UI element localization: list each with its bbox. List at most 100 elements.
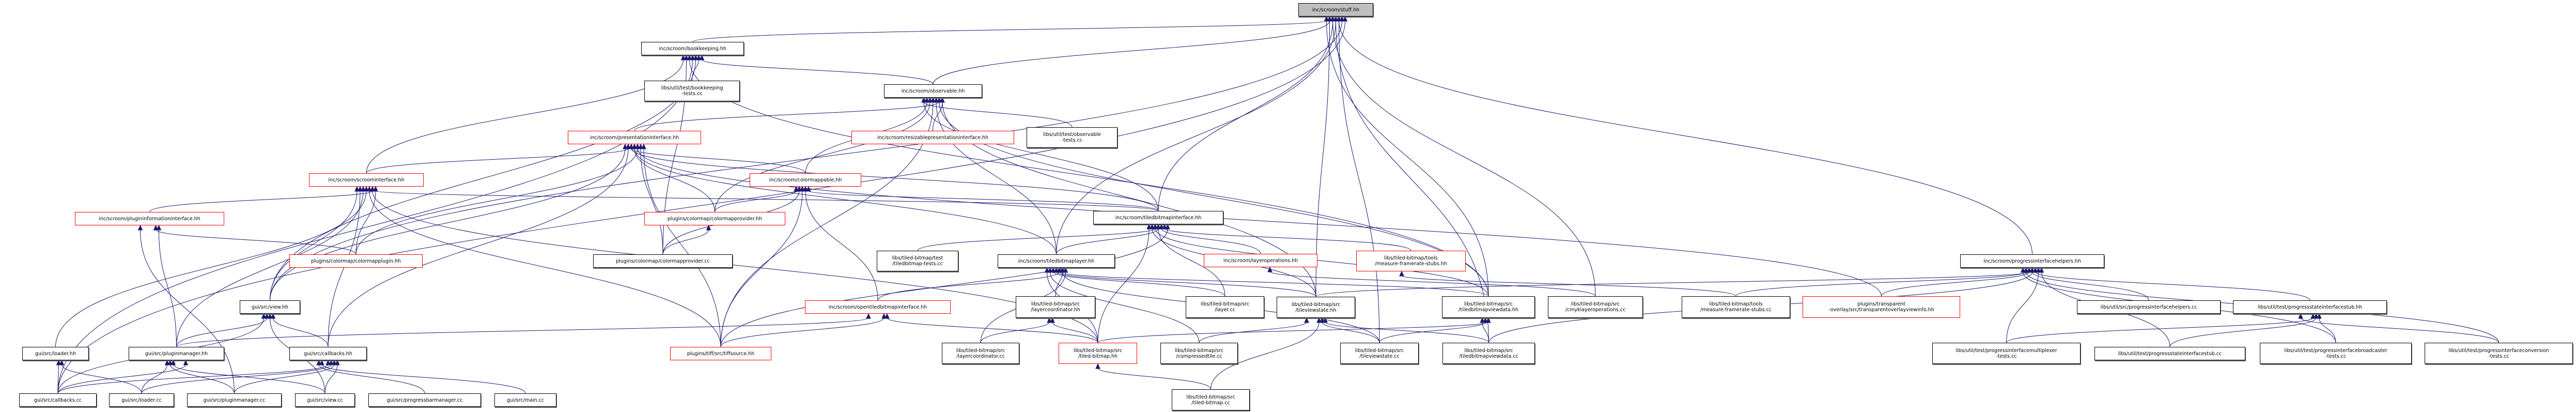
dependency-edge: [643, 148, 721, 347]
graph-node-plugininformationinterface[interactable]: inc/scroom/plugininformationinterface.hh: [75, 212, 224, 225]
graph-node-progressinterfacehelpers-cc[interactable]: libs/util/src/progressinterfacehelpers.c…: [2077, 300, 2221, 314]
graph-node-layer-cc[interactable]: libs/tiled-bitmap/src /layer.cc: [1186, 296, 1264, 318]
dependency-edge: [1164, 228, 1411, 251]
arrowhead-icon: [1047, 267, 1053, 273]
dependency-edge: [877, 271, 1060, 301]
graph-node-layeroperations[interactable]: inc/scroom/layeroperations.hh: [1204, 254, 1317, 267]
graph-node-tileviewstate-cc[interactable]: libs/tiled-bitmap/src /tileviewstate.cc: [1340, 343, 1419, 364]
arrowhead-icon: [316, 359, 321, 365]
dependency-edge: [1055, 271, 1063, 297]
graph-node-layercoordinator-cc[interactable]: libs/tiled-bitmap/src /layercoordinator.…: [942, 343, 1019, 364]
graph-node-callbacks-hh[interactable]: gui/src/callbacks.hh: [289, 347, 367, 360]
arrowhead-icon: [940, 97, 945, 103]
arrowhead-icon: [937, 97, 942, 103]
dependency-edge: [1322, 322, 1380, 343]
dependency-edge: [1097, 228, 1150, 343]
graph-node-colormapprovider-hh[interactable]: plugins/colormap/colormapprovider.hh: [644, 212, 785, 225]
graph-node-bookkeeping-tests[interactable]: libs/util/test/bookkeeping -tests.cc: [644, 81, 740, 101]
dependency-edge: [270, 59, 696, 301]
arrowhead-icon: [1050, 267, 1056, 273]
graph-node-resizablepresentationinterface[interactable]: inc/scroom/resizablepresentationinterfac…: [851, 131, 1014, 144]
arrowhead-icon: [261, 313, 267, 319]
arrowhead-icon: [137, 224, 143, 231]
graph-node-tiledbitmapviewdata-cc[interactable]: libs/tiled-bitmap/src /tiledbitmapviewda…: [1442, 343, 1535, 364]
arrowhead-icon: [264, 313, 270, 319]
graph-node-view-hh[interactable]: gui/src/view.hh: [240, 300, 300, 314]
graph-node-transparentoverlayviewinfo[interactable]: plugins/transparent -overlay/src/transpa…: [1803, 296, 1960, 318]
graph-node-main-cc[interactable]: gui/src/main.cc: [494, 393, 556, 407]
dependency-edge: [936, 101, 1057, 255]
graph-node-view-cc[interactable]: gui/src/view.cc: [295, 393, 355, 407]
graph-node-multiplexer-tests[interactable]: libs/util/test/progressinterfacemultiple…: [1932, 343, 2081, 364]
arrowhead-icon: [1060, 267, 1065, 273]
arrowhead-icon: [156, 224, 162, 231]
graph-node-progressstateinterfacestub-cc[interactable]: libs/util/test/progressstateinterfacestu…: [2094, 347, 2245, 360]
graph-node-compressedtile[interactable]: libs/tiled-bitmap/src /compressedtile.cc: [1160, 343, 1238, 364]
arrowhead-icon: [2310, 313, 2316, 319]
graph-node-tileviewstate-hh[interactable]: libs/tiled-bitmap/src /tileviewstate.hh: [1277, 297, 1355, 318]
dependency-edge: [720, 190, 803, 347]
dependency-edge: [1059, 271, 1489, 297]
graph-node-tiffsource[interactable]: plugins/tiff/src/tiffsource.hh: [670, 347, 771, 360]
arrowhead-icon: [2032, 267, 2038, 273]
arrowhead-icon: [267, 313, 273, 319]
dependency-edge: [2319, 317, 2336, 343]
graph-node-observable-tests[interactable]: libs/util/test/observable -tests.cc: [1027, 127, 1118, 148]
dependency-edge: [270, 20, 1342, 301]
dependency-edge: [1158, 20, 1333, 211]
arrowhead-icon: [1057, 267, 1062, 273]
graph-node-bookkeeping[interactable]: inc/scroom/bookkeeping.hh: [641, 42, 744, 55]
graph-node-opentiledbitmapinterface[interactable]: inc/scroom/opentiledbitmapinterface.hh: [805, 300, 951, 314]
dependency-edge: [1339, 20, 2032, 255]
graph-node-callbacks-cc[interactable]: gui/src/callbacks.cc: [19, 393, 97, 407]
arrowhead-icon: [2026, 267, 2032, 273]
dependency-edge: [1155, 228, 1489, 297]
graph-node-tiled-bitmap-cc[interactable]: libs/tiled-bitmap/src /tiled-bitmap.cc: [1172, 389, 1250, 410]
dependency-edge: [176, 317, 267, 347]
graph-node-broadcaster-tests[interactable]: libs/util/test/progressinterfacebroadcas…: [2260, 343, 2412, 364]
graph-node-pluginmanager-hh[interactable]: gui/src/pluginmanager.hh: [129, 347, 224, 360]
graph-node-presentationinterface[interactable]: inc/scroom/presentationinterface.hh: [568, 131, 701, 144]
arrowhead-icon: [626, 143, 631, 149]
arrowhead-icon: [59, 359, 65, 365]
dependency-edge: [1325, 322, 1489, 343]
arrowhead-icon: [2314, 313, 2319, 319]
graph-node-progressinterfacehelpers-hh[interactable]: inc/scroom/progressinterfacehelpers.hh: [1960, 254, 2104, 268]
graph-node-tiledbitmapinterface[interactable]: inc/scroom/tiledbitmapinterface.hh: [1093, 211, 1223, 224]
arrowhead-icon: [361, 186, 366, 192]
dependency-edge: [923, 101, 1159, 211]
graph-node-loader-cc[interactable]: gui/src/loader.cc: [109, 393, 174, 407]
dependency-edge: [270, 148, 626, 301]
graph-node-loader-hh[interactable]: gui/src/loader.hh: [22, 347, 89, 360]
graph-node-measure-stubs-hh[interactable]: libs/tiled-bitmap/tools /measure-framera…: [1356, 251, 1466, 271]
dependency-edge: [324, 364, 338, 394]
graph-node-tiledbitmap-tests[interactable]: libs/tiled-bitmap/test /tiledbitmap-test…: [877, 251, 958, 271]
graph-node-pluginmanager-cc[interactable]: gui/src/pluginmanager.cc: [187, 393, 282, 407]
graph-node-colormappable[interactable]: inc/scroom/colormappable.hh: [750, 173, 861, 187]
arrowhead-icon: [1333, 16, 1339, 22]
arrowhead-icon: [1480, 317, 1485, 323]
dependency-edge: [1097, 368, 1211, 390]
graph-node-cmyklayeroperations[interactable]: libs/tiled-bitmap/src /cmyklayeroperatio…: [1548, 296, 1643, 318]
dependency-edge: [57, 20, 1345, 394]
dependency-edge: [159, 229, 177, 347]
dependency-edge: [720, 228, 1168, 347]
graph-node-stuff[interactable]: inc/scroom/stuff.hh: [1298, 3, 1373, 17]
graph-node-tiledbitmapviewdata-hh[interactable]: libs/tiled-bitmap/src /tiledbitmapviewda…: [1442, 296, 1535, 318]
graph-node-tiled-bitmap-hh[interactable]: libs/tiled-bitmap/src /tiled-bitmap.hh: [1059, 343, 1137, 364]
graph-node-conversion-tests[interactable]: libs/util/test/progressinterfaceconversi…: [2425, 343, 2573, 364]
dependency-edge: [2035, 271, 2310, 301]
arrowhead-icon: [2317, 313, 2322, 319]
graph-node-scroominterface[interactable]: inc/scroom/scroominterface.hh: [309, 173, 424, 187]
graph-node-observable[interactable]: inc/scroom/observable.hh: [884, 84, 982, 98]
dependency-edge: [702, 59, 934, 85]
graph-node-colormapprovider-cc[interactable]: plugins/colormap/colormapprovider.cc: [593, 254, 733, 268]
graph-node-colormapplugin[interactable]: plugins/colormap/colormapplugin.hh: [289, 254, 423, 268]
arrowhead-icon: [1342, 16, 1348, 22]
graph-node-progressstateinterfacestub-hh[interactable]: libs/util/test/progressstateinterfacestu…: [2233, 300, 2387, 314]
graph-node-measure-stubs-cc[interactable]: libs/tiled-bitmap/tools /measure-framera…: [1682, 296, 1790, 318]
graph-node-layercoordinator-hh[interactable]: libs/tiled-bitmap/src /layercoordinator.…: [1016, 296, 1095, 318]
graph-node-progressbarmanager[interactable]: gui/src/progressbarmanager.cc: [368, 393, 481, 407]
graph-node-tiledbitmaplayer[interactable]: inc/scroom/tiledbitmaplayer.hh: [998, 254, 1115, 268]
